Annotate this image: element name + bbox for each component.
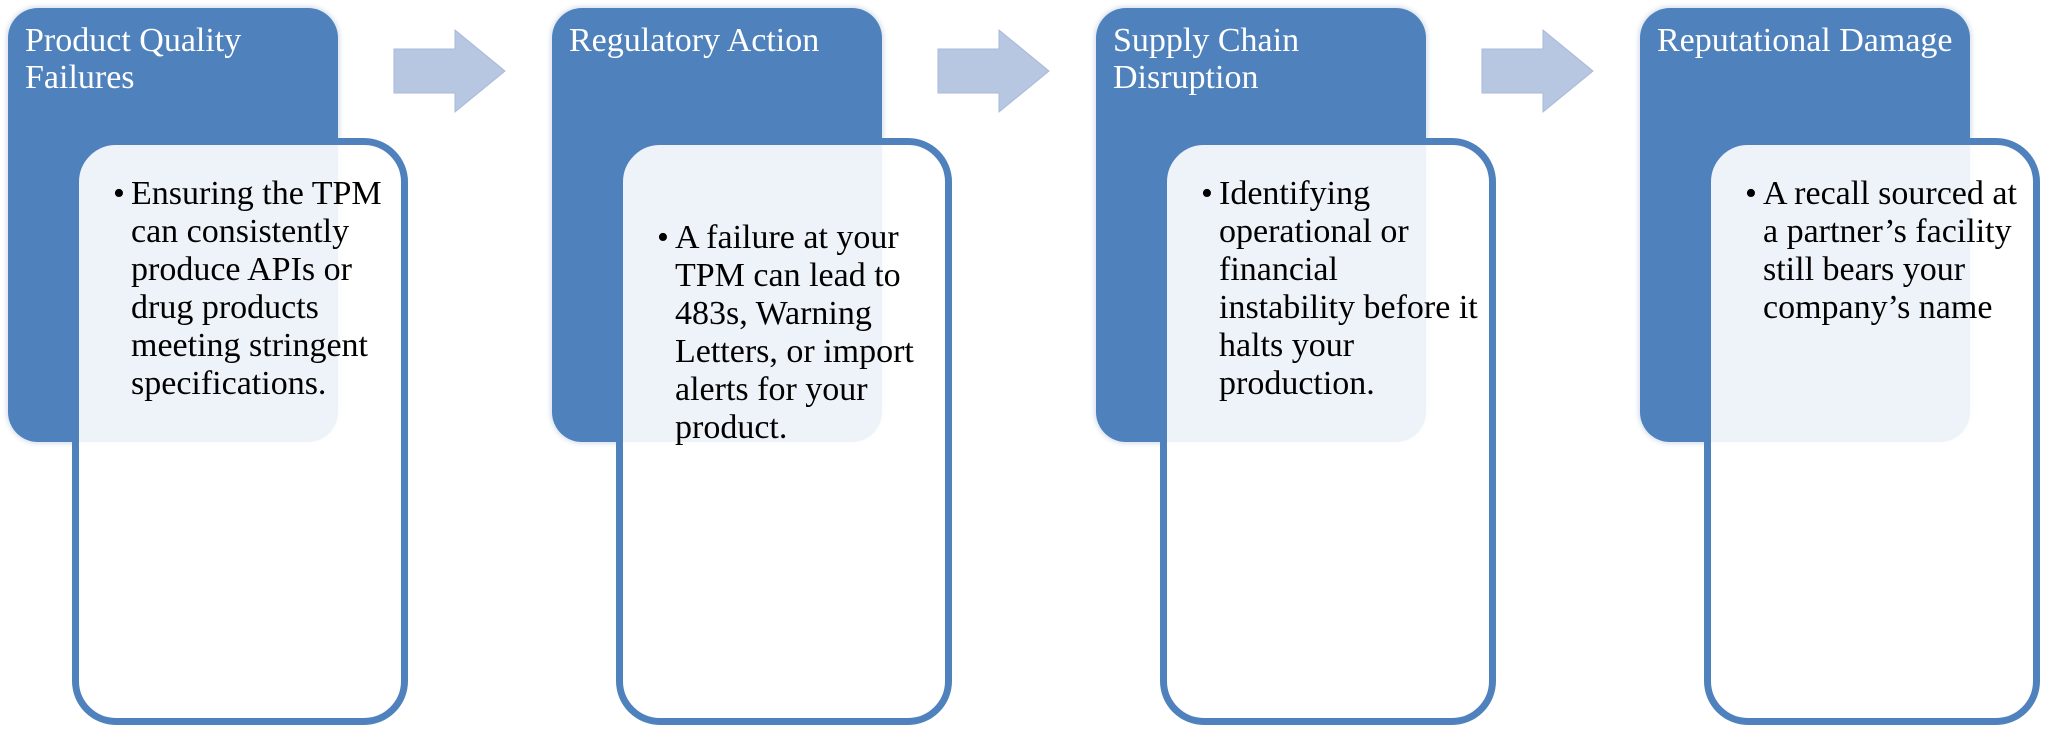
bullet-item: • A failure at your TPM can lead to 483s… [657, 219, 937, 447]
step-content-box: • A failure at your TPM can lead to 483s… [616, 138, 952, 725]
right-arrow-icon [937, 28, 1050, 114]
step-title: Product Quality Failures [25, 22, 242, 96]
process-step-supply-chain-disruption: Supply Chain Disruption • Identifying op… [1088, 0, 1508, 735]
bullet-item: • Identifying operational or financial i… [1201, 175, 1481, 403]
step-content-box: • A recall sourced at a partner’s facili… [1704, 138, 2040, 725]
bullet-item: • Ensuring the TPM can consistently prod… [113, 175, 393, 403]
bullet-text: A failure at your TPM can lead to 483s, … [675, 219, 914, 446]
step-content-box: • Ensuring the TPM can consistently prod… [72, 138, 408, 725]
process-step-reputational-damage: Reputational Damage • A recall sourced a… [1632, 0, 2048, 735]
step-title: Regulatory Action [569, 22, 820, 59]
process-step-regulatory-action: Regulatory Action • A failure at your TP… [544, 0, 964, 735]
bullet-dot-icon: • [1201, 175, 1213, 212]
bullet-dot-icon: • [657, 219, 669, 256]
right-arrow-icon [393, 28, 506, 114]
process-step-product-quality-failures: Product Quality Failures • Ensuring the … [0, 0, 420, 735]
bullet-text: A recall sourced at a partner’s facility… [1763, 175, 2017, 326]
bullet-text: Ensuring the TPM can consistently produc… [131, 175, 382, 402]
bullet-item: • A recall sourced at a partner’s facili… [1745, 175, 2025, 327]
step-title: Reputational Damage [1657, 22, 1953, 59]
bullet-dot-icon: • [113, 175, 125, 212]
bullet-dot-icon: • [1745, 175, 1757, 212]
step-content-box: • Identifying operational or financial i… [1160, 138, 1496, 725]
bullet-text: Identifying operational or financial ins… [1219, 175, 1478, 402]
step-title: Supply Chain Disruption [1113, 22, 1300, 96]
right-arrow-icon [1481, 28, 1594, 114]
